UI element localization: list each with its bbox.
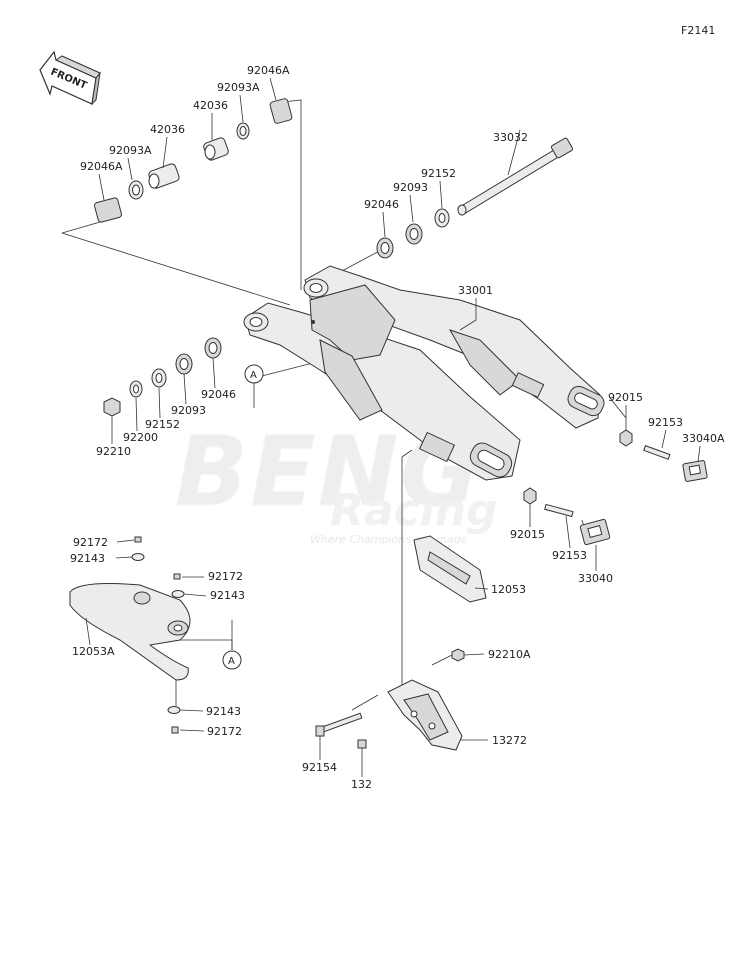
- callout-A-upper: A: [244, 364, 264, 384]
- label-132: 132: [351, 778, 372, 791]
- label-92153-right: 92153: [648, 416, 683, 429]
- seal-92093A-top: [236, 122, 250, 140]
- seal-92093-top: [405, 223, 423, 245]
- label-92154: 92154: [302, 761, 337, 774]
- bearing-92046A-left: [93, 197, 123, 223]
- bearing-92046A-top: [269, 98, 293, 124]
- seal-92093-low: [175, 353, 193, 375]
- label-92046-top: 92046: [364, 198, 399, 211]
- watermark-tagline: Where Champions are made: [310, 533, 467, 546]
- label-92143-a: 92143: [70, 552, 105, 565]
- block-33040: [579, 518, 611, 546]
- washer-92152-top: [434, 208, 450, 228]
- label-92046-low: 92046: [201, 388, 236, 401]
- label-33032: 33032: [493, 131, 528, 144]
- label-92143-c: 92143: [206, 705, 241, 718]
- nut-92210A: [451, 648, 465, 662]
- block-33040A: [682, 460, 708, 482]
- label-33040A: 33040A: [682, 432, 725, 445]
- label-92015-right: 92015: [608, 391, 643, 404]
- seal-92046-low: [204, 337, 222, 359]
- callout-A-upper-label: A: [250, 370, 257, 381]
- label-92093-low: 92093: [171, 404, 206, 417]
- label-33040: 33040: [578, 572, 613, 585]
- bolt-92153-center: [544, 503, 574, 518]
- label-92200: 92200: [123, 431, 158, 444]
- label-92046A-top: 92046A: [247, 64, 290, 77]
- label-33001: 33001: [458, 284, 493, 297]
- label-92152-low: 92152: [145, 418, 180, 431]
- screw-132: [357, 739, 367, 749]
- label-92153-center: 92153: [552, 549, 587, 562]
- label-12053: 12053: [491, 583, 526, 596]
- axle-33032: [457, 137, 574, 216]
- label-42036-top: 42036: [193, 99, 228, 112]
- figure-code: F2141: [681, 24, 715, 37]
- washer-92200: [129, 380, 143, 398]
- label-92015-center: 92015: [510, 528, 545, 541]
- chain-slider-12053A: [69, 583, 191, 681]
- callout-A-lower-label: A: [228, 656, 235, 667]
- label-92210: 92210: [96, 445, 131, 458]
- collar-42036-top: [203, 137, 229, 161]
- callout-A-lower: A: [222, 650, 242, 670]
- washer-92152-low: [151, 368, 167, 388]
- watermark-sub: Racing: [330, 485, 498, 536]
- nut-92015-right: [619, 429, 633, 447]
- label-92172-a: 92172: [73, 536, 108, 549]
- label-92093A-top: 92093A: [217, 81, 260, 94]
- label-13272: 13272: [492, 734, 527, 747]
- screws-left-group: [131, 536, 185, 734]
- label-92046A-left: 92046A: [80, 160, 123, 173]
- label-92172-c: 92172: [207, 725, 242, 738]
- label-92093-top: 92093: [393, 181, 428, 194]
- bolt-92153-right: [643, 445, 671, 460]
- chain-slider-12053: [413, 535, 487, 603]
- nut-92015-center: [523, 487, 537, 505]
- chain-guide-13272: [387, 679, 463, 751]
- part-labels: 92046A 92093A 42036 42036 92093A 92046A …: [70, 64, 725, 791]
- label-92210A: 92210A: [488, 648, 531, 661]
- label-92172-b: 92172: [208, 570, 243, 583]
- nut-92210: [103, 397, 121, 417]
- label-92093A-left: 92093A: [109, 144, 152, 157]
- seal-92093A-left: [128, 180, 144, 200]
- bolt-92154: [315, 712, 363, 737]
- collar-42036-left: [148, 163, 180, 189]
- label-12053A: 12053A: [72, 645, 115, 658]
- front-arrow-icon: FRONT: [39, 50, 101, 106]
- seal-92046-top: [376, 237, 394, 259]
- swingarm: [243, 265, 605, 481]
- label-leaders: [85, 77, 701, 777]
- label-42036-left: 42036: [150, 123, 185, 136]
- label-92152-top: 92152: [421, 167, 456, 180]
- label-92143-b: 92143: [210, 589, 245, 602]
